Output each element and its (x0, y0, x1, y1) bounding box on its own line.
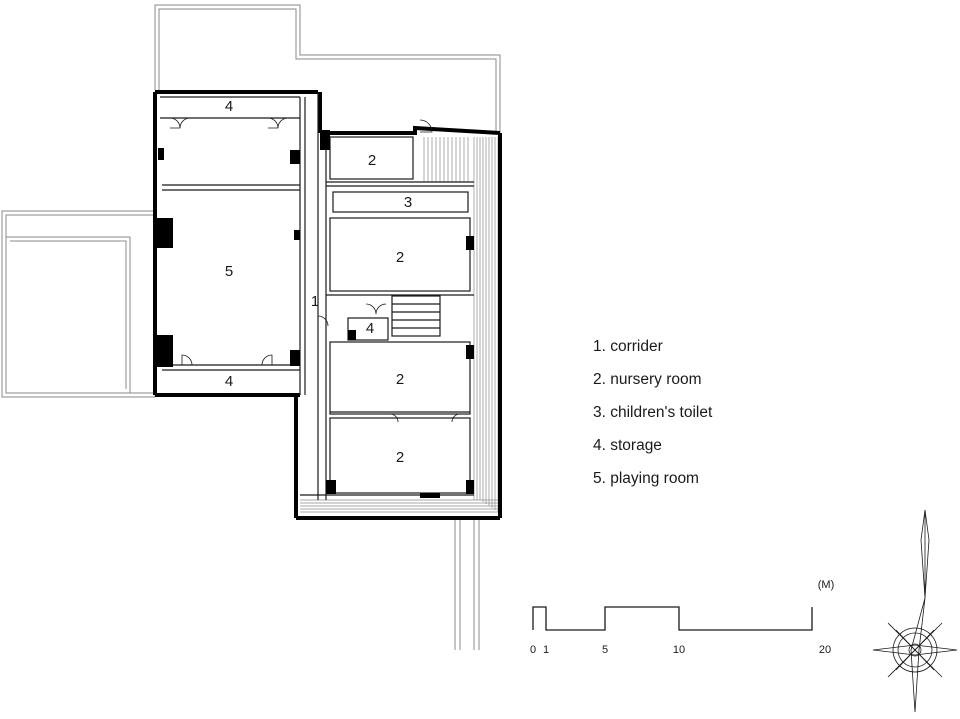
room-number-storage-top: 4 (225, 98, 233, 115)
site-outlines (1, 4, 501, 650)
room-number-nursery-top: 2 (368, 152, 376, 169)
legend: 1. corrider 2. nursery room 3. children'… (593, 336, 793, 501)
legend-item-storage: 4. storage (593, 437, 662, 454)
legend-item-nursery: 2. nursery room (593, 371, 702, 388)
north-arrow-icon (872, 509, 958, 713)
columns (155, 130, 474, 498)
scale-tick-20: 20 (819, 644, 831, 656)
scale-tick-1: 1 (543, 644, 549, 656)
scale-tick-10: 10 (673, 644, 685, 656)
scale-bar: (M) 0 1 5 10 20 (530, 579, 834, 656)
legend-item-corridor: 1. corrider (593, 338, 663, 355)
deck-hatching (300, 137, 500, 513)
room-number-storage-bottom: 4 (225, 373, 233, 390)
room-number-nursery-a: 2 (396, 249, 404, 266)
walls-thin (160, 92, 474, 500)
room-number-corridor: 1 (311, 293, 319, 310)
scale-tick-5: 5 (602, 644, 608, 656)
legend-item-toilet: 3. children's toilet (593, 404, 713, 421)
room-number-storage-mid: 4 (366, 320, 374, 337)
room-number-toilet: 3 (404, 194, 412, 211)
legend-item-playing: 5. playing room (593, 470, 699, 487)
room-number-playing: 5 (225, 263, 233, 280)
room-number-nursery-b: 2 (396, 371, 404, 388)
scale-tick-0: 0 (530, 644, 536, 656)
doors (169, 117, 461, 423)
room-number-nursery-c: 2 (396, 449, 404, 466)
scale-unit: (M) (818, 579, 835, 591)
